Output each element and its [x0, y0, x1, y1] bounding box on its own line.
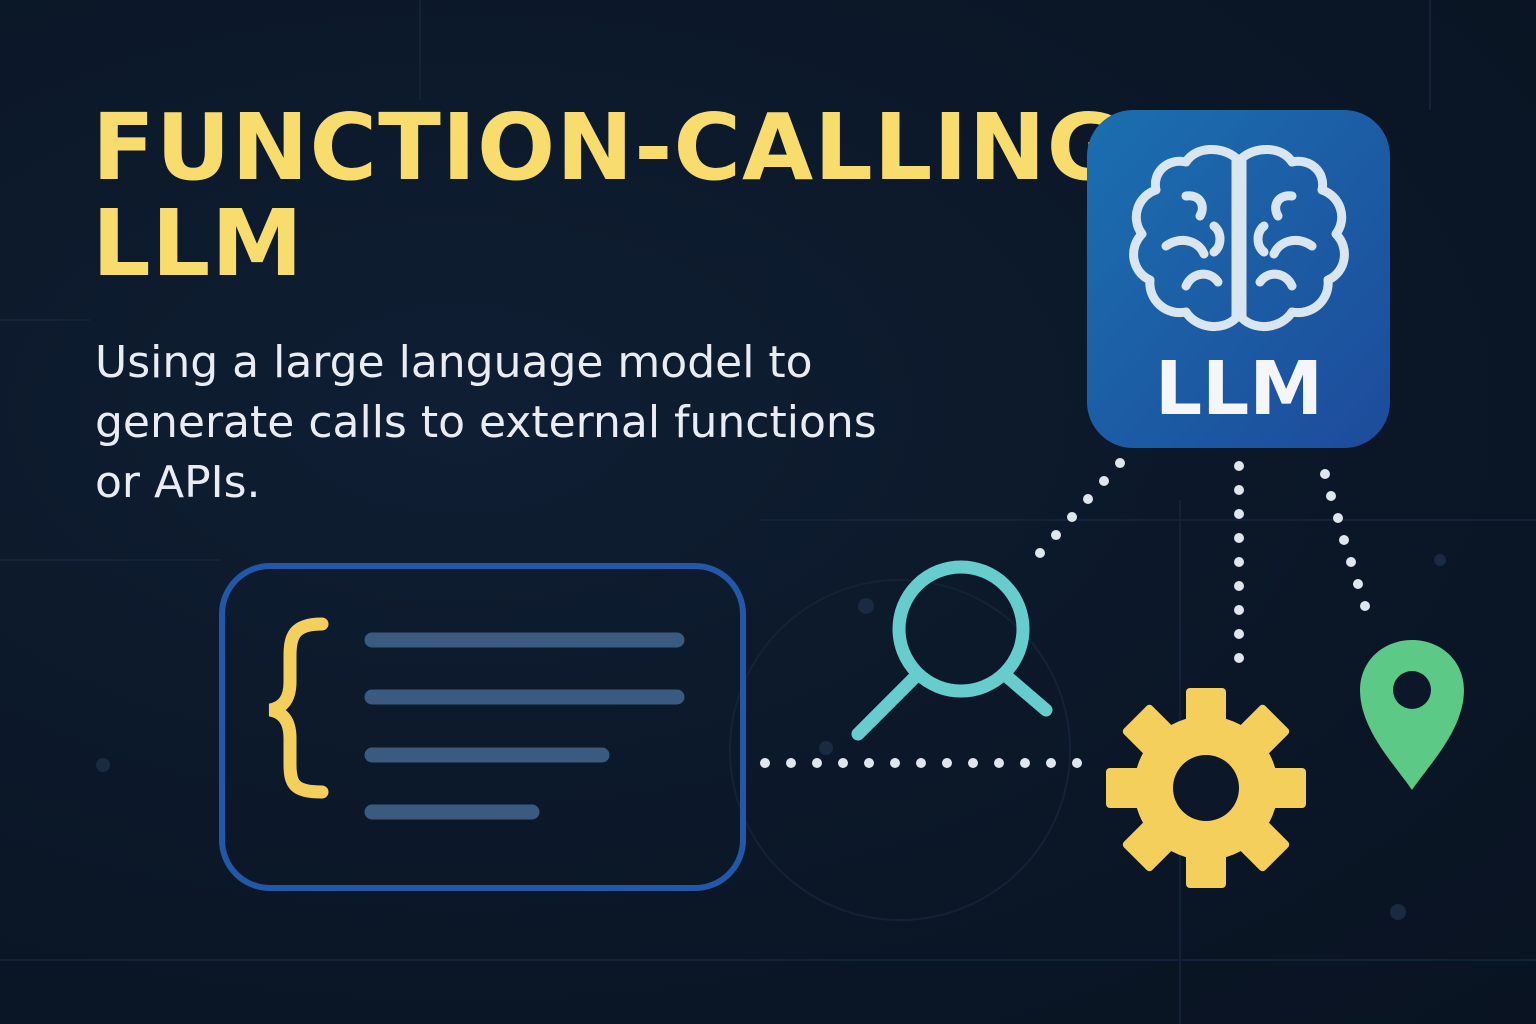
connector-llm-to-pin — [1320, 469, 1370, 611]
subtitle-line-1: Using a large language model to — [95, 337, 813, 388]
subtitle-line-3: or APIs. — [95, 457, 261, 508]
title-line-2: LLM — [92, 190, 304, 297]
magnifying-glass-icon — [851, 560, 1053, 741]
page-title: FUNCTION-CALLING LLM — [92, 94, 1124, 297]
curly-brace-icon — [268, 617, 329, 799]
map-pin-icon — [1360, 640, 1464, 790]
code-lines — [364, 632, 685, 820]
subtitle-line-2: generate calls to external functions — [95, 397, 877, 448]
page-subtitle: Using a large language model to generate… — [95, 333, 1055, 513]
brain-icon — [1129, 145, 1349, 332]
connector-card-to-gear — [760, 758, 1082, 768]
connector-llm-to-search — [1035, 458, 1125, 558]
llm-box: LLM — [1087, 110, 1390, 448]
dotted-connectors — [760, 458, 1370, 768]
title-line-1: FUNCTION-CALLING — [92, 94, 1124, 201]
code-braces-card-icon — [219, 563, 746, 891]
gear-icon — [1106, 688, 1306, 888]
connector-llm-to-gear — [1234, 461, 1244, 663]
llm-label: LLM — [1155, 346, 1323, 432]
